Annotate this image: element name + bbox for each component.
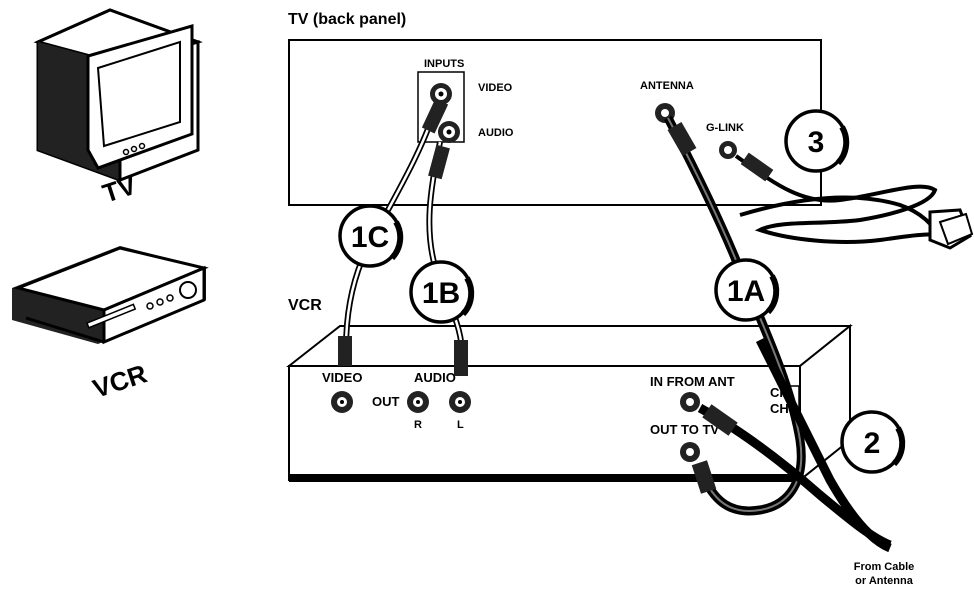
step-1a-label: 1A [727,275,765,308]
tv-audio-jack[interactable] [438,121,460,143]
vcr-l-label: L [457,419,464,431]
tv-glink-label: G-LINK [706,122,744,134]
vcr-r-label: R [414,419,422,431]
vcr-video-out-jack[interactable] [331,391,353,413]
vcr-out-to-tv-label: OUT TO TV [650,422,719,437]
vcr-illustration [12,246,209,345]
step-1a-badge: 1A [714,258,780,322]
tv-illustration [33,8,203,183]
vcr-back-panel [286,323,853,483]
vcr-in-from-ant-label: IN FROM ANT [650,374,735,389]
source-cable-2 [697,337,892,553]
vcr-out-label: OUT [372,394,400,409]
vcr-device-label: VCR [89,358,151,404]
tv-back-panel [288,39,822,206]
vcr-video-label: VIDEO [322,370,362,385]
step-1c-badge: 1C [338,204,404,268]
vcr-audio-l-jack[interactable] [449,391,471,413]
step-1c-label: 1C [351,221,389,254]
vcr-out-to-tv-jack[interactable] [680,442,700,462]
step-1b-badge: 1B [409,260,475,324]
step-3-badge: 3 [784,109,850,173]
step-3-label: 3 [808,126,825,159]
vcr-audio-label: AUDIO [414,370,456,385]
glink-cable-3 [734,152,974,250]
vcr-audio-r-jack[interactable] [407,391,429,413]
tv-panel-title: TV (back panel) [288,11,406,28]
tv-antenna-label: ANTENNA [640,80,694,92]
step-2-label: 2 [864,427,881,460]
tv-video-label: VIDEO [478,82,513,94]
step-1b-label: 1B [422,277,460,310]
vcr-panel-title: VCR [288,297,322,314]
tv-inputs-label: INPUTS [424,58,464,70]
step-2-badge: 2 [840,410,906,474]
source-note-line2: or Antenna [855,575,914,587]
vcr-in-from-ant-jack[interactable] [680,392,700,412]
tv-audio-label: AUDIO [478,127,514,139]
source-note-line1: From Cable [854,561,915,573]
tv-glink-jack[interactable] [719,141,737,159]
